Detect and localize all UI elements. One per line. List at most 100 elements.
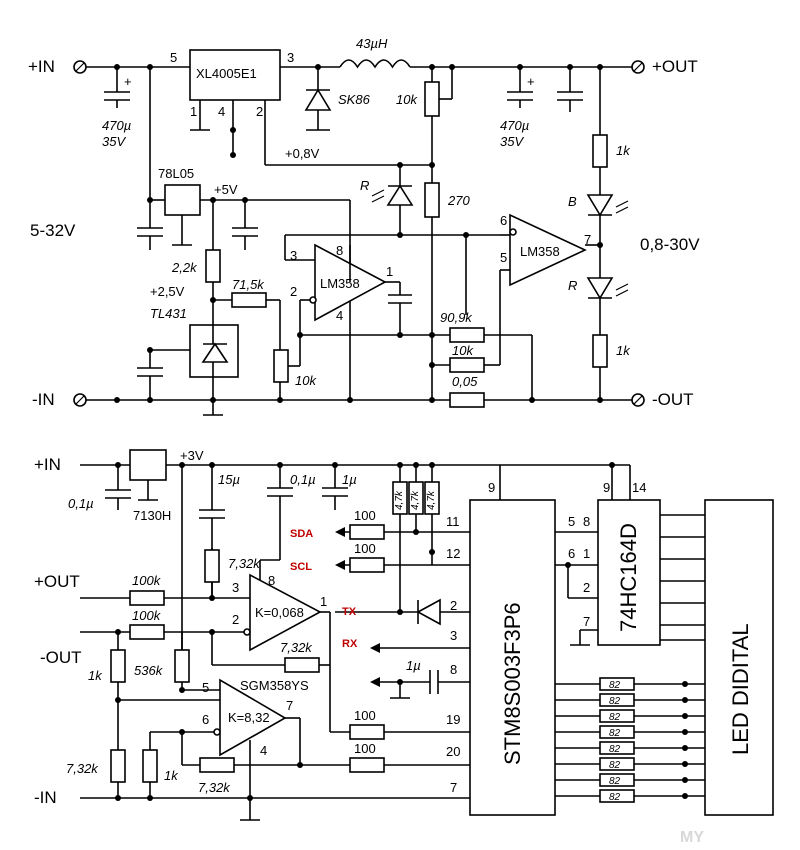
svg-text:-IN: -IN <box>32 390 55 409</box>
svg-text:4: 4 <box>218 104 225 119</box>
svg-text:R: R <box>568 278 577 293</box>
out-range-label: 0,8-30V <box>640 235 700 254</box>
svg-text:6: 6 <box>202 712 209 727</box>
watermark: MY <box>680 829 704 846</box>
cap-in-value: 470µ <box>102 118 131 133</box>
svg-text:+IN: +IN <box>34 455 61 474</box>
svg-text:SGM358YS: SGM358YS <box>240 678 309 693</box>
svg-text:8: 8 <box>583 514 590 529</box>
pullup-resistors: 4,7k 4,7k 4,7k <box>392 462 440 612</box>
svg-text:1k: 1k <box>88 668 103 683</box>
svg-text:0,05: 0,05 <box>452 374 478 389</box>
svg-text:7: 7 <box>450 780 457 795</box>
svg-text:7130H: 7130H <box>133 508 171 523</box>
svg-text:8: 8 <box>450 662 457 677</box>
svg-text:2: 2 <box>232 612 239 627</box>
svg-text:100k: 100k <box>132 573 162 588</box>
svg-text:10k: 10k <box>396 92 418 107</box>
opamp-gain-b <box>219 678 287 757</box>
opamp-gain-a <box>249 573 322 652</box>
svg-text:3: 3 <box>290 248 297 263</box>
svg-text:1: 1 <box>320 594 327 609</box>
svg-text:3: 3 <box>232 580 239 595</box>
svg-text:-IN: -IN <box>34 788 57 807</box>
inductor-coil <box>339 59 411 69</box>
mcu-label: STM8S003F3P6 <box>500 602 525 765</box>
svg-text:82: 82 <box>609 696 621 707</box>
svg-text:+: + <box>527 74 535 89</box>
ic-xl4005 <box>189 49 281 101</box>
cap-in-voltage: 35V <box>102 134 126 149</box>
svg-text:536k: 536k <box>134 663 164 678</box>
svg-text:90,9k: 90,9k <box>440 310 473 325</box>
svg-text:+2,5V: +2,5V <box>150 284 185 299</box>
svg-text:+OUT: +OUT <box>34 572 80 591</box>
svg-text:8: 8 <box>336 243 343 258</box>
svg-text:78L05: 78L05 <box>158 166 194 181</box>
svg-text:B: B <box>568 194 577 209</box>
svg-text:1: 1 <box>583 546 590 561</box>
inductor-label: 43µH <box>356 36 388 51</box>
segment-resistors: 82 82 82 82 82 82 82 82 <box>555 677 705 803</box>
svg-text:+5V: +5V <box>214 182 238 197</box>
svg-text:R: R <box>360 178 369 193</box>
svg-text:2: 2 <box>256 104 263 119</box>
in-range-label: 5-32V <box>30 221 76 240</box>
svg-text:1µ: 1µ <box>406 658 421 673</box>
svg-text:7,32k: 7,32k <box>66 761 99 776</box>
svg-text:K=0,068: K=0,068 <box>255 605 304 620</box>
svg-text:35V: 35V <box>500 134 524 149</box>
svg-text:10k: 10k <box>295 373 317 388</box>
svg-text:1: 1 <box>386 264 393 279</box>
diode-label: SK86 <box>338 92 371 107</box>
svg-text:LM358: LM358 <box>320 276 360 291</box>
svg-text:4: 4 <box>260 743 267 758</box>
svg-text:4: 4 <box>336 308 343 323</box>
svg-text:TL431: TL431 <box>150 306 187 321</box>
svg-text:6: 6 <box>568 546 575 561</box>
power-stage: +IN +OUT + 470µ 35V XL4005E1 5 3 1 4 2 +… <box>28 36 700 416</box>
svg-text:82: 82 <box>609 792 621 803</box>
svg-text:0,1µ: 0,1µ <box>290 472 316 487</box>
svg-text:0,1µ: 0,1µ <box>68 496 94 511</box>
svg-text:7: 7 <box>584 232 591 247</box>
svg-text:4,7k: 4,7k <box>410 490 421 510</box>
svg-text:7: 7 <box>583 614 590 629</box>
svg-text:+3V: +3V <box>180 448 204 463</box>
ic-74hc164 <box>597 499 661 646</box>
svg-text:LM358: LM358 <box>520 244 560 259</box>
opamp-lm358-b <box>509 213 587 287</box>
svg-text:1k: 1k <box>616 343 631 358</box>
svg-text:15µ: 15µ <box>218 472 240 487</box>
svg-text:9: 9 <box>488 480 495 495</box>
svg-text:+0,8V: +0,8V <box>285 146 320 161</box>
svg-text:10k: 10k <box>452 343 474 358</box>
svg-text:8: 8 <box>268 573 275 588</box>
sig-tx: TX <box>342 606 357 618</box>
svg-text:100: 100 <box>354 708 376 723</box>
svg-text:-OUT: -OUT <box>40 648 82 667</box>
in-pos-label: +IN <box>28 57 55 76</box>
svg-text:1k: 1k <box>164 768 179 783</box>
svg-text:3: 3 <box>450 628 457 643</box>
sig-scl: SCL <box>290 561 312 573</box>
svg-text:2,2k: 2,2k <box>171 260 198 275</box>
svg-text:K=8,32: K=8,32 <box>228 710 270 725</box>
svg-text:1µ: 1µ <box>342 472 357 487</box>
svg-text:XL4005E1: XL4005E1 <box>196 66 257 81</box>
svg-text:71,5k: 71,5k <box>232 277 265 292</box>
svg-text:100: 100 <box>354 508 376 523</box>
svg-text:5: 5 <box>202 680 209 695</box>
led-display <box>704 499 774 816</box>
svg-text:-OUT: -OUT <box>652 390 694 409</box>
svg-text:82: 82 <box>609 680 621 691</box>
svg-text:5: 5 <box>568 514 575 529</box>
svg-text:1k: 1k <box>616 143 631 158</box>
ic-stm8s003 <box>469 499 556 816</box>
svg-text:14: 14 <box>632 480 646 495</box>
svg-text:2: 2 <box>450 598 457 613</box>
svg-text:100: 100 <box>354 741 376 756</box>
svg-text:4,7k: 4,7k <box>394 490 405 510</box>
